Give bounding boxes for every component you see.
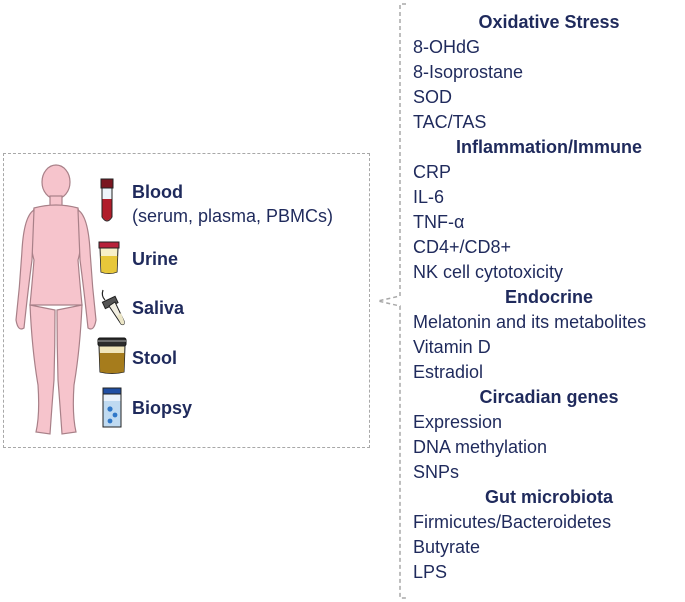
stool-container-icon: [97, 337, 127, 374]
biomarker-item: CD4+/CD8+: [413, 237, 512, 257]
biomarker-item: Vitamin D: [413, 337, 491, 357]
blood-tube-icon: [100, 178, 114, 222]
biomarker-item: TAC/TAS: [413, 112, 487, 132]
biomarker-item: CRP: [413, 162, 452, 182]
biomarker-item: NK cell cytotoxicity: [413, 262, 564, 282]
biomarker-item: Firmicutes/Bacteroidetes: [413, 512, 612, 532]
biomarker-item: 8-OHdG: [413, 37, 481, 57]
biomarker-item: DNA methylation: [413, 437, 548, 457]
biomarker-item: TNF-α: [413, 212, 465, 232]
biomarker-item: Estradiol: [413, 362, 484, 382]
category-heading-oxidative-stress: Oxidative Stress: [478, 12, 620, 32]
biomarker-item: IL-6: [413, 187, 445, 207]
saliva-tube-icon: [101, 289, 125, 326]
sample-detail-blood: (serum, plasma, PBMCs): [132, 206, 334, 226]
human-body-figure: [15, 164, 97, 435]
biomarker-item: Expression: [413, 412, 503, 432]
urine-cup-icon: [98, 241, 120, 274]
biomarker-item: Melatonin and its metabolites: [413, 312, 647, 332]
biomarker-item: SOD: [413, 87, 453, 107]
sample-label-blood: Blood: [132, 182, 183, 202]
biomarker-list: Oxidative Stress 8-OHdG 8-Isoprostane SO…: [413, 10, 685, 585]
sample-label-saliva: Saliva: [132, 298, 185, 318]
biopsy-vial-icon: [102, 387, 122, 428]
category-heading-circadian-genes: Circadian genes: [479, 387, 619, 407]
sample-label-stool: Stool: [132, 348, 177, 368]
biomarker-item: LPS: [413, 562, 448, 582]
biomarker-item: Butyrate: [413, 537, 481, 557]
sample-types-box: [3, 153, 370, 448]
category-heading-inflammation-immune: Inflammation/Immune: [455, 137, 643, 157]
sample-label-biopsy: Biopsy: [132, 398, 193, 418]
sample-label-urine: Urine: [132, 249, 179, 269]
category-heading-gut-microbiota: Gut microbiota: [484, 487, 613, 507]
category-heading-endocrine: Endocrine: [504, 287, 593, 307]
biomarker-item: SNPs: [413, 462, 460, 482]
biomarker-item: 8-Isoprostane: [413, 62, 524, 82]
